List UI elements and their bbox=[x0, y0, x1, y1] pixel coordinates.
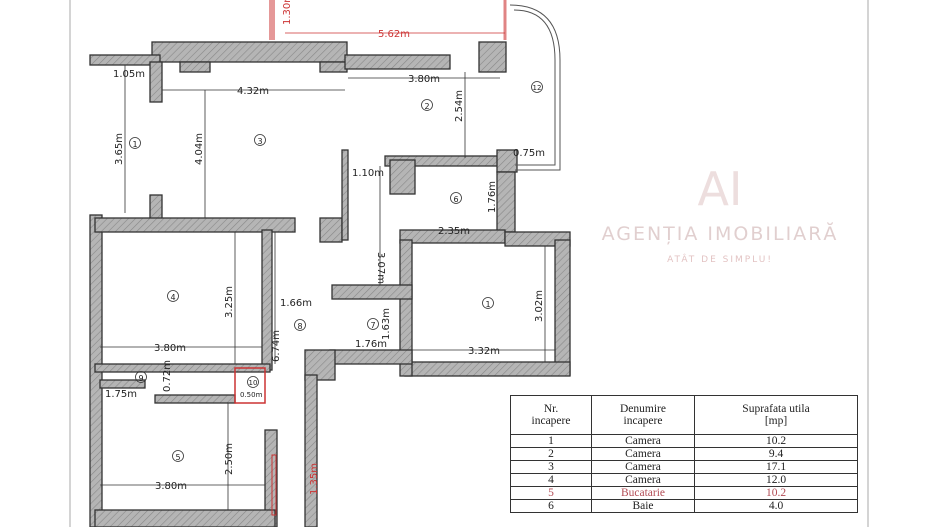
cell-nr: 5 bbox=[510, 486, 592, 500]
room-number: 10 bbox=[249, 379, 258, 387]
room-number: 3 bbox=[257, 137, 262, 146]
room-numbers: 1 3 2 12 6 4 8 7 1 9 10 5 bbox=[132, 84, 541, 462]
balcony-outline bbox=[509, 4, 561, 171]
header-area: Suprafata utila [mp] bbox=[694, 395, 858, 435]
dim-label: 6.74m bbox=[271, 330, 282, 362]
dim-label: 1.05m bbox=[113, 69, 145, 80]
watermark-logo: AI bbox=[697, 162, 742, 216]
dim-label: 0.72m bbox=[162, 360, 173, 392]
dim-label: 0.75m bbox=[513, 148, 545, 159]
room-number: 1 bbox=[132, 140, 137, 149]
dim-label: 3.80m bbox=[154, 343, 186, 354]
dim-label: 5.62m bbox=[378, 29, 410, 40]
room-number: 5 bbox=[175, 453, 180, 462]
dimension-labels: 1.30m 5.62m 1.05m 4.32m 3.80m 2.54m 3.65… bbox=[105, 0, 545, 495]
header-name: Denumire incapere bbox=[591, 395, 695, 435]
balcony-outline-inner bbox=[513, 9, 556, 166]
cell-nr: 3 bbox=[510, 460, 592, 474]
dim-label: 1.35m bbox=[309, 463, 320, 495]
cell-name: Camera bbox=[591, 473, 695, 487]
dim-label: 1.76m bbox=[355, 339, 387, 350]
header-nr: Nr. incapere bbox=[510, 395, 592, 435]
watermark: AI AGENȚIA IMOBILIARĂ ATÂT DE SIMPLU! bbox=[602, 162, 839, 265]
dim-label: 1.30m bbox=[282, 0, 293, 25]
cell-name: Camera bbox=[591, 447, 695, 461]
dim-label: 4.04m bbox=[194, 133, 205, 165]
dim-label: 3.80m bbox=[155, 481, 187, 492]
cell-area: 10.2 bbox=[694, 434, 858, 448]
cell-nr: 2 bbox=[510, 447, 592, 461]
dim-label: 1.66m bbox=[280, 298, 312, 309]
dim-label: 2.54m bbox=[454, 90, 465, 122]
dim-label: 1.10m bbox=[352, 168, 384, 179]
walls bbox=[89, 0, 571, 527]
dimension-lines bbox=[100, 32, 555, 510]
area-table: Nr. incapere Denumire incapere Suprafata… bbox=[510, 395, 858, 513]
dim-label: 1.63m bbox=[381, 308, 392, 340]
cell-nr: 4 bbox=[510, 473, 592, 487]
room-number: 9 bbox=[138, 374, 143, 383]
cell-area: 12.0 bbox=[694, 473, 858, 487]
room-number: 1 bbox=[485, 300, 490, 309]
dim-label: 1.75m bbox=[105, 389, 137, 400]
room-number-circles bbox=[129, 81, 543, 462]
watermark-slogan: ATÂT DE SIMPLU! bbox=[667, 253, 773, 265]
cell-area: 17.1 bbox=[694, 460, 858, 474]
dim-label: 4.32m bbox=[237, 86, 269, 97]
dim-label: 1.76m bbox=[487, 181, 498, 213]
room-number: 8 bbox=[297, 322, 302, 331]
watermark-brand: AGENȚIA IMOBILIARĂ bbox=[602, 221, 839, 245]
room-number: 2 bbox=[424, 102, 429, 111]
cell-name: Camera bbox=[591, 460, 695, 474]
cell-name: Camera bbox=[591, 434, 695, 448]
dim-label: 3.80m bbox=[408, 74, 440, 85]
cell-name: Baie bbox=[591, 499, 695, 513]
dim-label: 2.50m bbox=[224, 443, 235, 475]
room-number: 12 bbox=[533, 84, 542, 92]
dim-label: 3.32m bbox=[468, 346, 500, 357]
dim-label: 3.07m bbox=[375, 252, 386, 284]
cell-name: Bucatarie bbox=[591, 486, 695, 500]
room-number: 4 bbox=[170, 293, 175, 302]
dim-label: 3.65m bbox=[114, 133, 125, 165]
room-number: 7 bbox=[370, 321, 375, 330]
cell-area: 9.4 bbox=[694, 447, 858, 461]
cell-nr: 6 bbox=[510, 499, 592, 513]
room-number: 6 bbox=[453, 195, 458, 204]
cell-area: 10.2 bbox=[694, 486, 858, 500]
cell-nr: 1 bbox=[510, 434, 592, 448]
dim-label: 3.02m bbox=[534, 290, 545, 322]
dim-label: 2.35m bbox=[438, 226, 470, 237]
dim-label: 3.25m bbox=[224, 286, 235, 318]
dim-label: 0.50m bbox=[240, 391, 263, 399]
cell-area: 4.0 bbox=[694, 499, 858, 513]
